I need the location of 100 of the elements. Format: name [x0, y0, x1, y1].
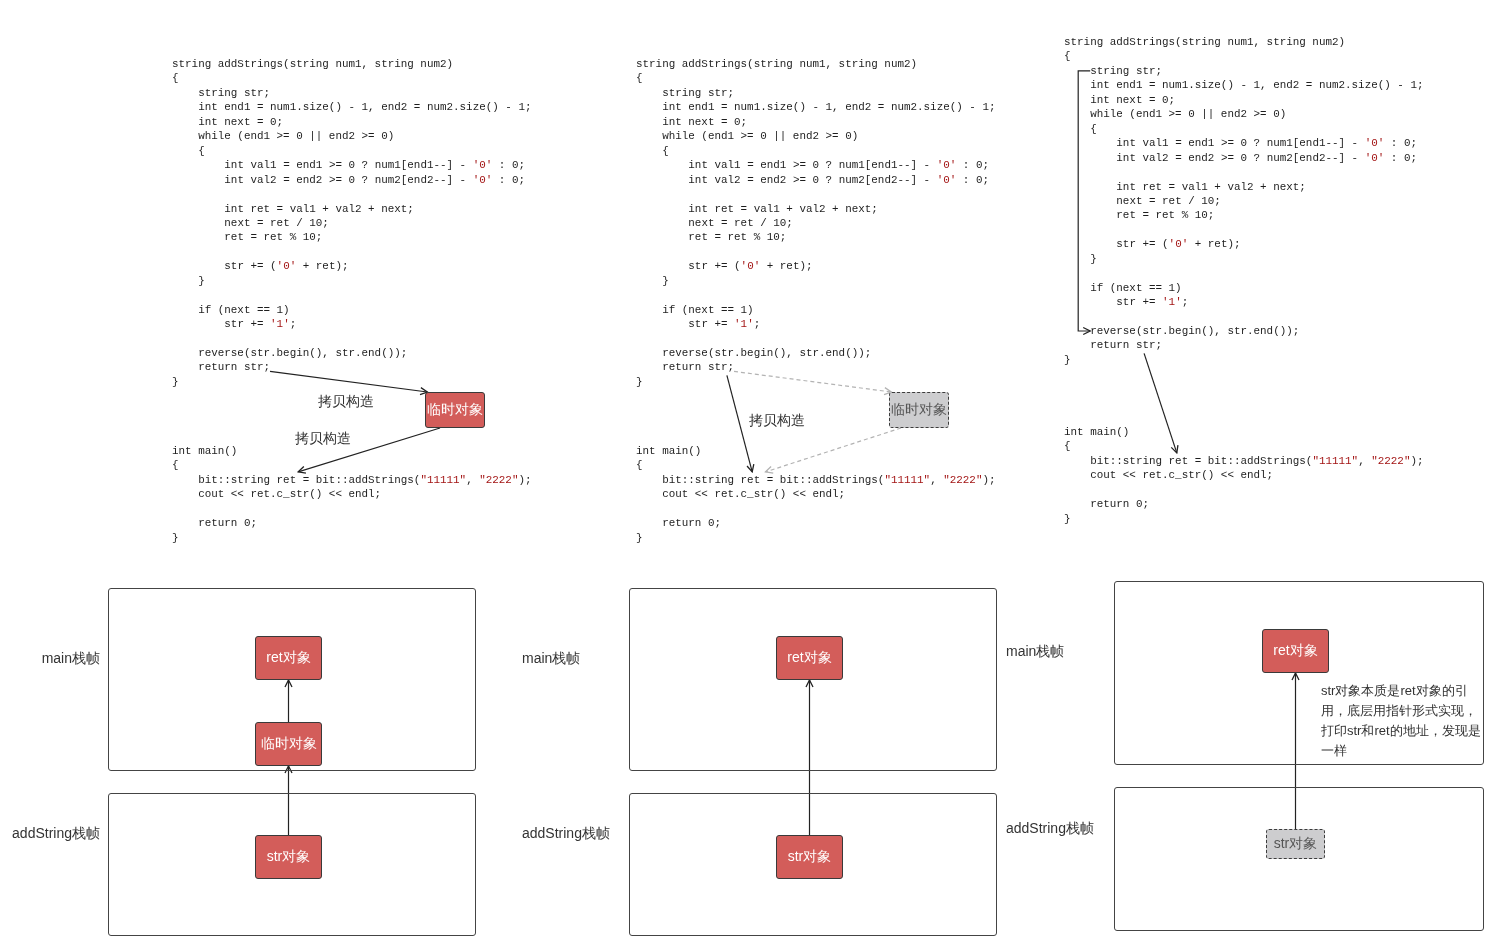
code-line: {: [636, 458, 643, 474]
object-box: str对象: [255, 835, 322, 879]
frame-label: main栈帧: [41, 649, 100, 668]
code-line: str += '1';: [1116, 295, 1189, 311]
dashed-object-box: str对象: [1266, 829, 1325, 859]
object-box: 临时对象: [255, 722, 322, 766]
code-line: }: [636, 530, 643, 546]
code-line: reverse(str.begin(), str.end());: [198, 346, 408, 361]
arrow: [269, 370, 429, 396]
frame-label: main栈帧: [1006, 642, 1065, 661]
code-line: int ret = val1 + val2 + next;: [224, 201, 414, 217]
code-line: }: [1064, 511, 1071, 527]
code-line: ret = ret % 10;: [688, 230, 787, 246]
code-line: next = ret / 10;: [1116, 193, 1221, 209]
code-line: string str;: [198, 85, 271, 101]
code-line: int end1 = num1.size() - 1, end2 = num2.size() - 1;: [1090, 78, 1424, 94]
code-line: string addStrings(string num1, string num2): [172, 57, 454, 72]
code-line: int val2 = end2 >= 0 ? num2[end2--] - '0' : 0;: [688, 172, 989, 188]
edge-label: 拷贝构造: [317, 393, 375, 409]
object-box: str对象: [776, 835, 843, 879]
frame-label: main栈帧: [522, 649, 581, 668]
code-line: return str;: [1090, 337, 1163, 354]
code-line: int val2 = end2 >= 0 ? num2[end2--] - '0' : 0;: [1116, 150, 1417, 166]
code-line: return 0;: [662, 516, 721, 532]
code-line: int end1 = num1.size() - 1, end2 = num2.size() - 1;: [198, 100, 532, 116]
object-box: ret对象: [255, 636, 322, 680]
code-line: return 0;: [1090, 497, 1149, 513]
arrow: [1143, 352, 1179, 454]
code-line: while (end1 >= 0 || end2 >= 0): [198, 129, 395, 145]
frame-label: addString栈帧: [522, 824, 610, 843]
code-line: int val1 = end1 >= 0 ? num1[end1--] - '0' : 0;: [1116, 136, 1417, 152]
code-line: str += ('0' + ret);: [688, 259, 813, 275]
code-line: reverse(str.begin(), str.end());: [1090, 323, 1300, 339]
arrow: [284, 679, 293, 723]
code-line: next = ret / 10;: [224, 215, 329, 231]
code-line: {: [172, 458, 179, 474]
code-line: if (next == 1): [198, 302, 290, 318]
code-line: }: [198, 273, 205, 289]
annotation-text: str对象本质是ret对象的引用，底层用指针形式实现，打印str和ret的地址，发现是一样: [1321, 682, 1481, 760]
code-line: }: [1090, 251, 1097, 267]
code-line: ret = ret % 10;: [224, 230, 323, 246]
code-line: ret = ret % 10;: [1116, 208, 1215, 224]
code-line: }: [172, 530, 179, 546]
code-line: bit::string ret = bit::addStrings("11111", "2222");: [662, 471, 996, 488]
arrow: [284, 765, 293, 836]
code-line: return str;: [198, 359, 271, 376]
code-line: string addStrings(string num1, string num2): [636, 57, 918, 72]
code-line: }: [1064, 352, 1071, 368]
arrow: [297, 427, 441, 474]
code-line: {: [1064, 49, 1071, 65]
dashed-arrow: [733, 370, 893, 396]
code-line: int next = 0;: [198, 114, 284, 130]
code-line: string str;: [1090, 62, 1163, 79]
edge-label: 拷贝构造: [748, 412, 806, 428]
code-line: while (end1 >= 0 || end2 >= 0): [1090, 107, 1287, 123]
code-line: int next = 0;: [662, 114, 748, 130]
code-line: return 0;: [198, 516, 257, 532]
code-line: cout << ret.c_str() << endl;: [662, 487, 846, 503]
code-line: int ret = val1 + val2 + next;: [688, 201, 878, 217]
code-line: cout << ret.c_str() << endl;: [1090, 468, 1274, 484]
arrow: [1291, 672, 1300, 830]
code-line: string str;: [662, 85, 735, 101]
object-box: ret对象: [1262, 629, 1329, 673]
code-line: str += ('0' + ret);: [1116, 237, 1241, 253]
code-line: cout << ret.c_str() << endl;: [198, 487, 382, 503]
code-line: string addStrings(string num1, string num2): [1064, 35, 1346, 50]
code-line: if (next == 1): [662, 302, 754, 318]
frame-label: addString栈帧: [1006, 819, 1094, 838]
code-line: if (next == 1): [1090, 280, 1182, 296]
code-line: int val1 = end1 >= 0 ? num1[end1--] - '0' : 0;: [224, 158, 525, 174]
code-line: return str;: [662, 359, 735, 376]
frame-label: addString栈帧: [12, 824, 100, 843]
code-line: str += '1';: [224, 317, 297, 333]
arrow: [805, 679, 814, 836]
code-line: int ret = val1 + val2 + next;: [1116, 179, 1306, 195]
code-line: int main(): [172, 444, 238, 459]
code-line: bit::string ret = bit::addStrings("11111", "2222");: [1090, 452, 1424, 469]
code-line: int main(): [1064, 425, 1130, 440]
code-line: int end1 = num1.size() - 1, end2 = num2.size() - 1;: [662, 100, 996, 116]
code-line: }: [172, 374, 179, 390]
arrow: [726, 374, 755, 473]
code-line: reverse(str.begin(), str.end());: [662, 346, 872, 361]
code-line: {: [1064, 439, 1071, 455]
code-line: {: [172, 71, 179, 87]
code-line: int next = 0;: [1090, 92, 1176, 108]
object-box: 临时对象: [425, 392, 485, 428]
dashed-arrow: [764, 427, 902, 474]
edge-label: 拷贝构造: [294, 430, 352, 446]
code-line: str += '1';: [688, 317, 761, 333]
code-line: int val2 = end2 >= 0 ? num2[end2--] - '0' : 0;: [224, 172, 525, 188]
code-line: }: [662, 273, 669, 289]
dashed-object-box: 临时对象: [889, 392, 949, 428]
code-line: {: [636, 71, 643, 87]
code-line: {: [198, 143, 205, 159]
code-line: next = ret / 10;: [688, 215, 793, 231]
code-line: int main(): [636, 444, 702, 459]
arrow: [1077, 70, 1091, 336]
code-line: while (end1 >= 0 || end2 >= 0): [662, 129, 859, 145]
code-line: {: [1090, 121, 1097, 137]
code-line: bit::string ret = bit::addStrings("11111", "2222");: [198, 471, 532, 488]
